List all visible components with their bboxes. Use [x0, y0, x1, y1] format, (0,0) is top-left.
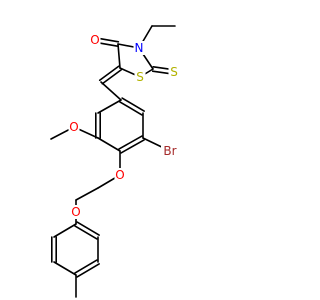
atom-label-mask [70, 205, 82, 219]
atom-label-o: O [115, 168, 124, 182]
atom-label-br: Br [163, 144, 176, 158]
single-bond [97, 99, 122, 114]
single-bond [117, 43, 121, 69]
double-bond-line [74, 225, 98, 240]
atom-label-mask [133, 41, 145, 55]
double-bond-line [76, 263, 100, 278]
double-bond-line [121, 97, 145, 112]
double-bond-line [74, 259, 98, 274]
single-bond [100, 81, 122, 101]
single-bond [97, 137, 121, 152]
atom-label-mask [168, 65, 180, 79]
atom-label-o: O [69, 120, 78, 134]
single-bond [53, 223, 77, 238]
single-bond [75, 187, 99, 201]
double-bond-line [119, 101, 143, 116]
atom-label-mask [161, 144, 179, 158]
double-bond-line [76, 221, 100, 236]
atom-label-s: S [136, 70, 144, 84]
atom-label-o: O [90, 33, 99, 47]
bond-layer [50, 25, 176, 298]
atom-label-s: S [170, 65, 178, 79]
double-bond-line [98, 65, 120, 82]
atom-label-n: N [135, 41, 144, 55]
atom-label-mask [89, 33, 101, 47]
double-bond-line [101, 68, 123, 85]
atom-label-mask [114, 168, 126, 182]
double-bond-line [120, 139, 145, 154]
double-bond-line [118, 135, 143, 150]
atom-label-mask [68, 120, 80, 134]
atom-label-o: O [71, 205, 80, 219]
single-bond [53, 261, 77, 276]
atom-label-mask [134, 70, 146, 84]
